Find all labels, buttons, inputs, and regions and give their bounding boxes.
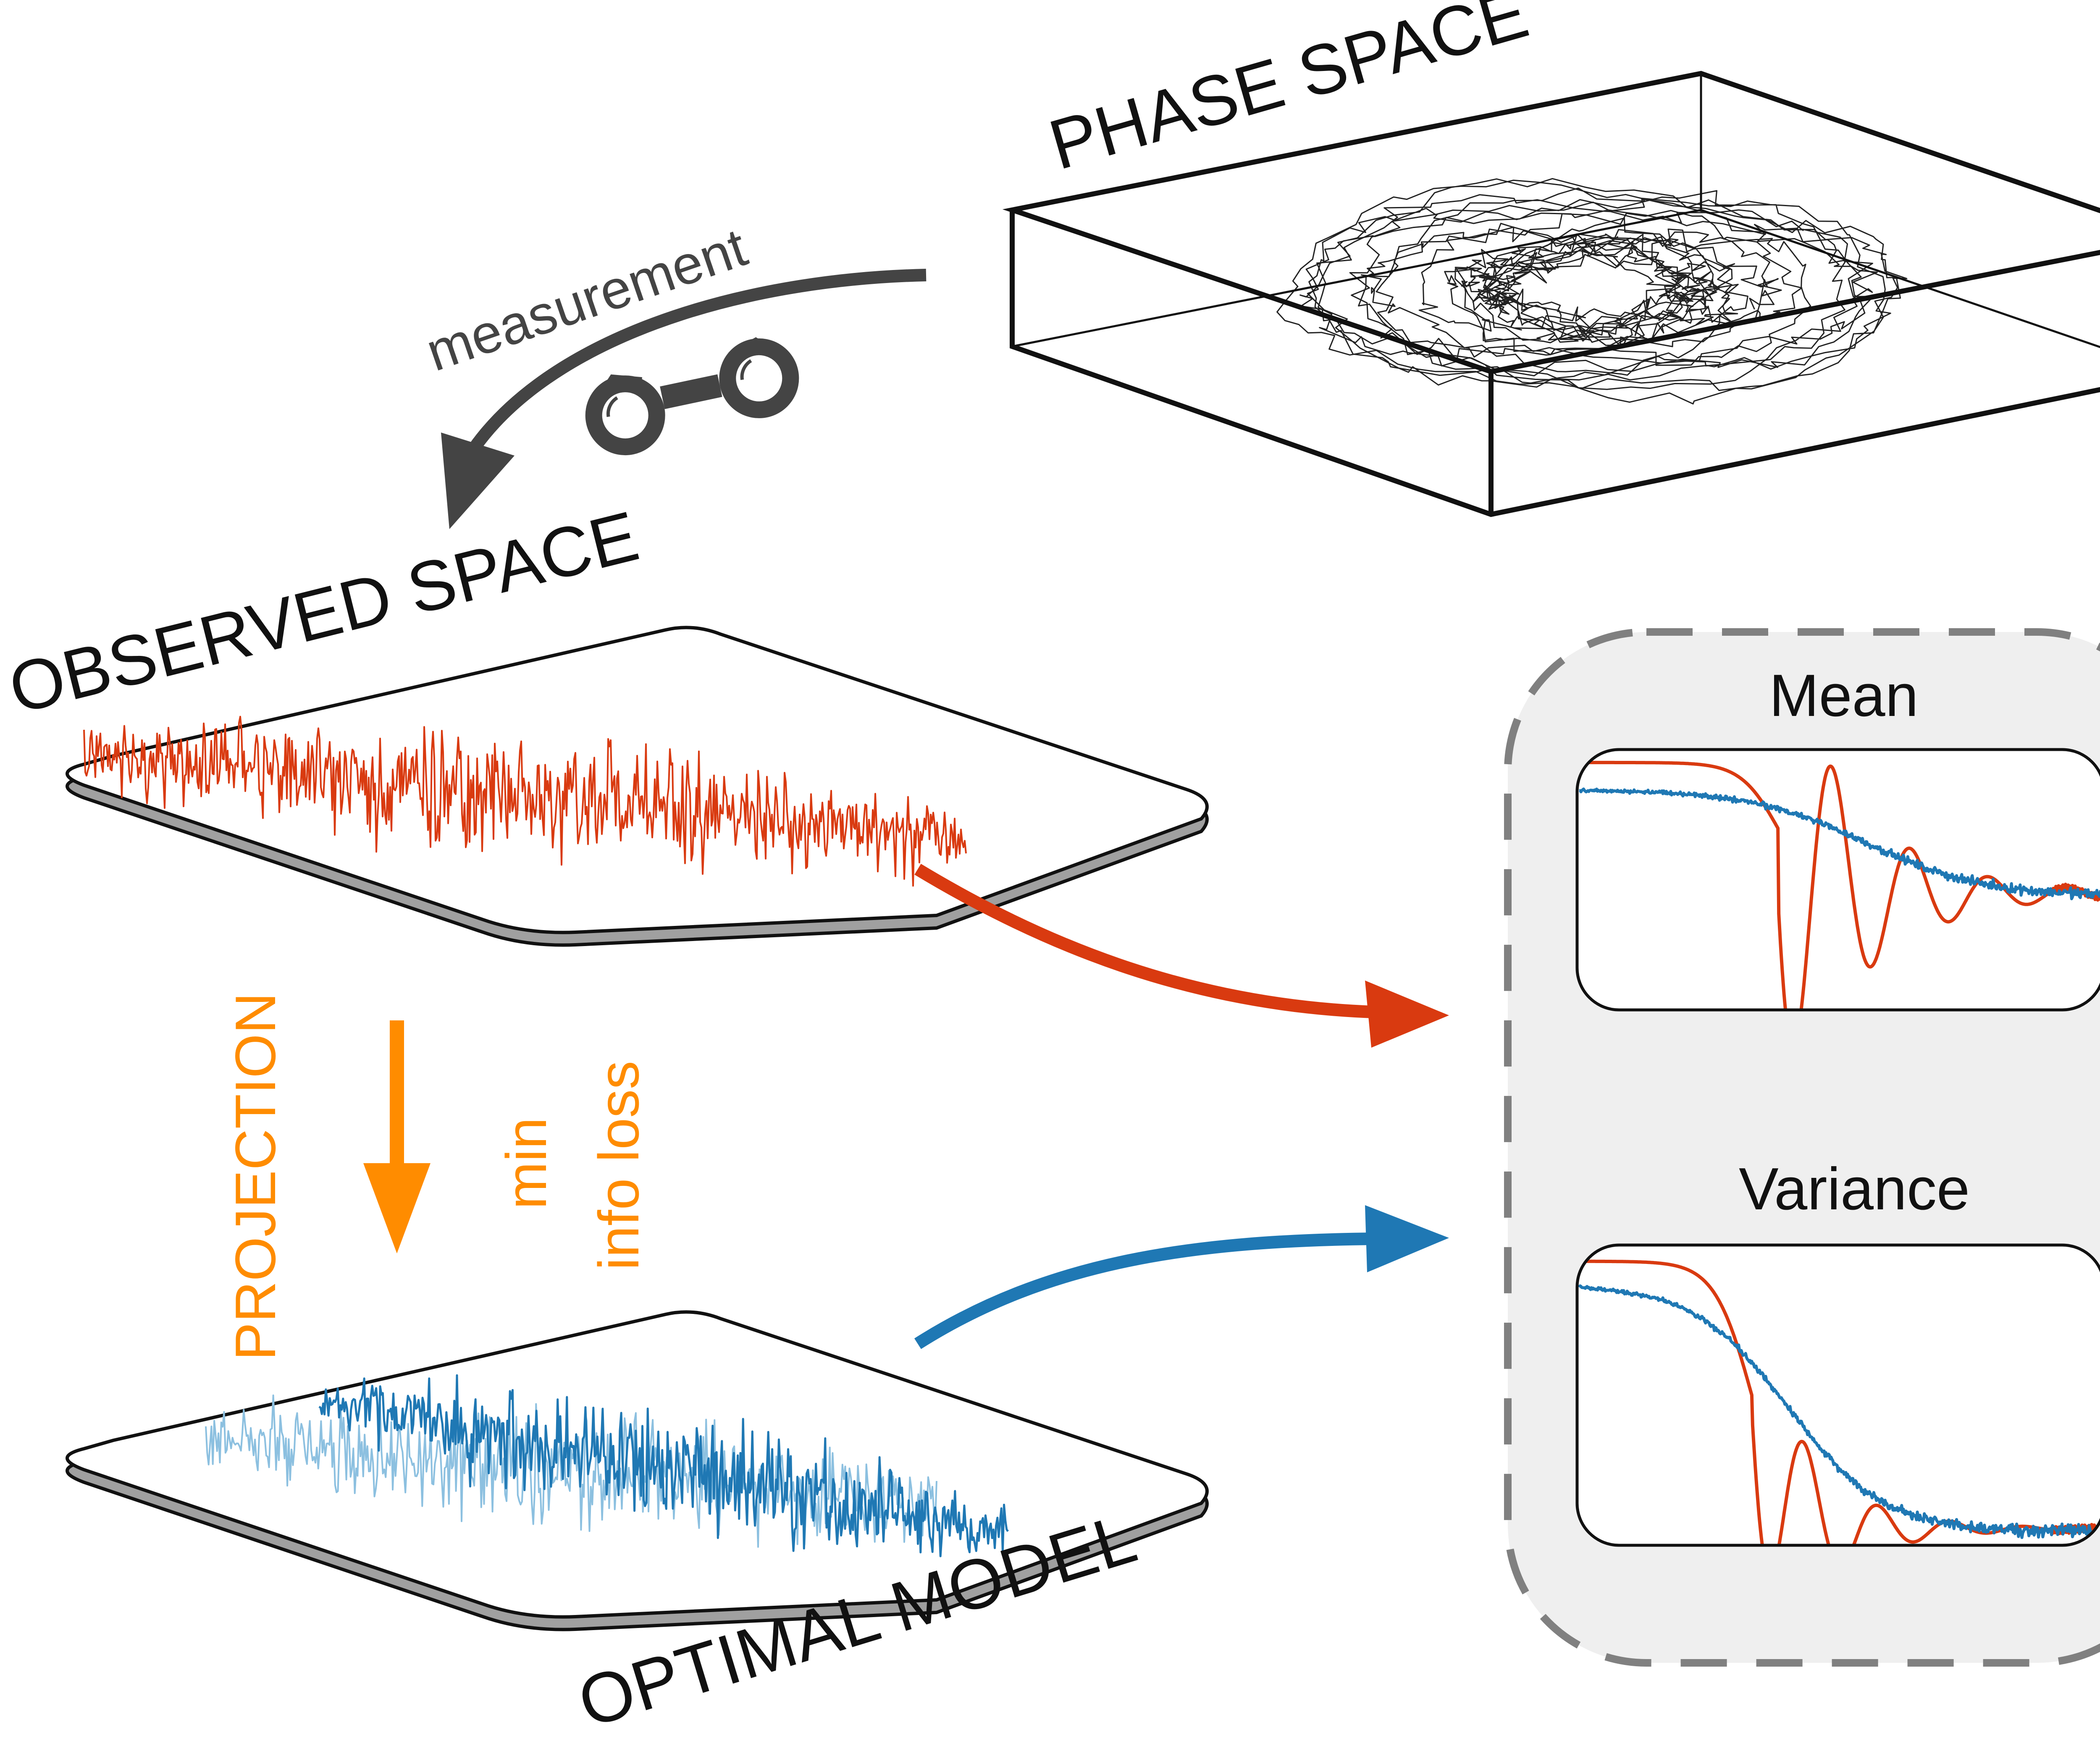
model-trajectory [205, 1374, 1009, 1557]
observed-to-stats-arrow [914, 864, 1449, 1048]
binoculars-icon [585, 337, 799, 456]
observed-trajectory [83, 716, 967, 887]
phase-trajectory-line [1276, 178, 1908, 405]
model-trace-light [205, 1394, 937, 1548]
model-stat-curve [1578, 1284, 2100, 1539]
mean-curves [1578, 760, 2100, 1010]
model-to-stats-arrow [914, 1205, 1449, 1349]
min-label: min [494, 1117, 558, 1209]
down-arrow-icon [363, 1020, 430, 1253]
model-stat-curve [1578, 787, 2100, 900]
variance-curves [1578, 1259, 2100, 1545]
measurement-arrow [441, 269, 927, 529]
statistics-panel: Mean Variance [1504, 628, 2100, 1667]
optimal-model-plate [66, 1310, 1209, 1631]
variance-plot [1577, 1245, 2100, 1545]
variance-title: Variance [1739, 1156, 1970, 1222]
projection-label: PROJECTION [223, 993, 287, 1361]
observed-stat-curve [1578, 760, 2100, 1010]
model-trace-dark [318, 1374, 1009, 1557]
observed-trace-line [83, 716, 967, 887]
info-loss-label: info loss [587, 1061, 651, 1270]
phase-space-box [1002, 71, 2100, 517]
observed-space-plate [66, 626, 1209, 947]
phase-space-trajectory [1276, 178, 1908, 405]
mean-title: Mean [1769, 662, 1918, 729]
mean-plot [1577, 750, 2100, 1010]
curved-arrow-icon [465, 269, 927, 457]
